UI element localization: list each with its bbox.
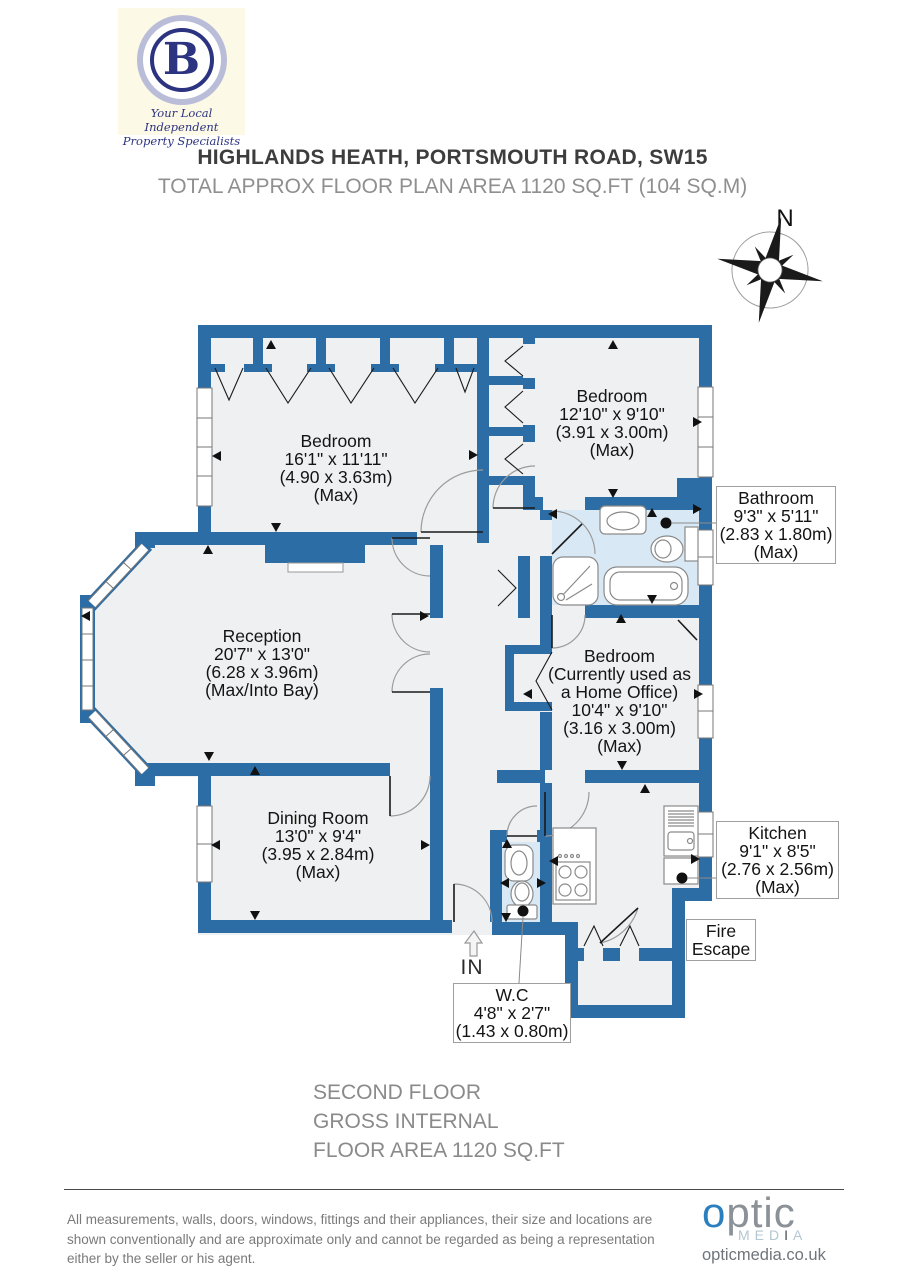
bathroom-unit-icon bbox=[684, 526, 699, 562]
agency-logo-ring: B bbox=[136, 15, 227, 105]
measurement-markers bbox=[81, 340, 703, 922]
room-label-home-office: Bedroom (Currently used as a Home Office… bbox=[548, 646, 691, 756]
room-label-wc: W.C 4'8" x 2'7" (1.43 x 0.80m) bbox=[453, 983, 571, 1043]
page-subtitle: TOTAL APPROX FLOOR PLAN AREA 1120 SQ.FT … bbox=[157, 175, 748, 198]
door-arcs bbox=[389, 465, 639, 944]
windows bbox=[196, 386, 714, 883]
optic-media-url: opticmedia.co.uk bbox=[702, 1246, 826, 1264]
agency-logo: B Your Local Independent Property Specia… bbox=[118, 8, 245, 148]
page-title: HIGHLANDS HEATH, PORTSMOUTH ROAD, SW15 bbox=[197, 146, 708, 169]
closet-door-marks bbox=[214, 345, 640, 947]
label-leaders bbox=[517, 517, 716, 984]
bathroom-fixtures bbox=[552, 505, 699, 606]
room-label-kitchen: Kitchen 9'1" x 8'5" (2.76 x 2.56m) (Max) bbox=[716, 821, 839, 899]
entrance-arrow-icon bbox=[463, 929, 484, 957]
optic-wordmark: optic bbox=[702, 1189, 796, 1236]
disclaimer-text: All measurements, walls, doors, windows,… bbox=[67, 1212, 655, 1266]
room-label-bedroom2: Bedroom 12'10" x 9'10" (3.91 x 3.00m) (M… bbox=[555, 386, 669, 460]
kitchen-sink-icon bbox=[667, 831, 695, 851]
optic-media-sub: MEDIA bbox=[738, 1227, 808, 1243]
room-label-fire-escape: Fire Escape bbox=[686, 919, 756, 961]
fireplace-hearth bbox=[287, 562, 344, 573]
compass-rose-icon: N bbox=[717, 205, 823, 323]
room-label-dining: Dining Room 13'0" x 9'4" (3.95 x 2.84m) … bbox=[261, 808, 375, 882]
footer-divider bbox=[64, 1189, 844, 1190]
entrance-label: IN bbox=[460, 956, 484, 979]
room-label-reception: Reception 20'7" x 13'0" (6.28 x 3.96m) (… bbox=[205, 626, 319, 700]
kitchen-fixtures bbox=[552, 805, 699, 905]
bay-window bbox=[81, 540, 153, 778]
agency-logo-tagline: Your Local Independent Property Speciali… bbox=[122, 106, 241, 148]
room-label-bedroom1: Bedroom 16'1" x 11'11" (4.90 x 3.63m) (M… bbox=[279, 431, 393, 505]
agency-logo-letter: B bbox=[162, 34, 201, 85]
optic-media-logo: optic MEDIA opticmedia.co.uk bbox=[702, 1192, 882, 1265]
room-label-bathroom: Bathroom 9'3" x 5'11" (2.83 x 1.80m) (Ma… bbox=[716, 486, 836, 564]
wc-fixtures bbox=[504, 844, 538, 920]
floor-summary: SECOND FLOOR GROSS INTERNAL FLOOR AREA 1… bbox=[313, 1081, 565, 1162]
